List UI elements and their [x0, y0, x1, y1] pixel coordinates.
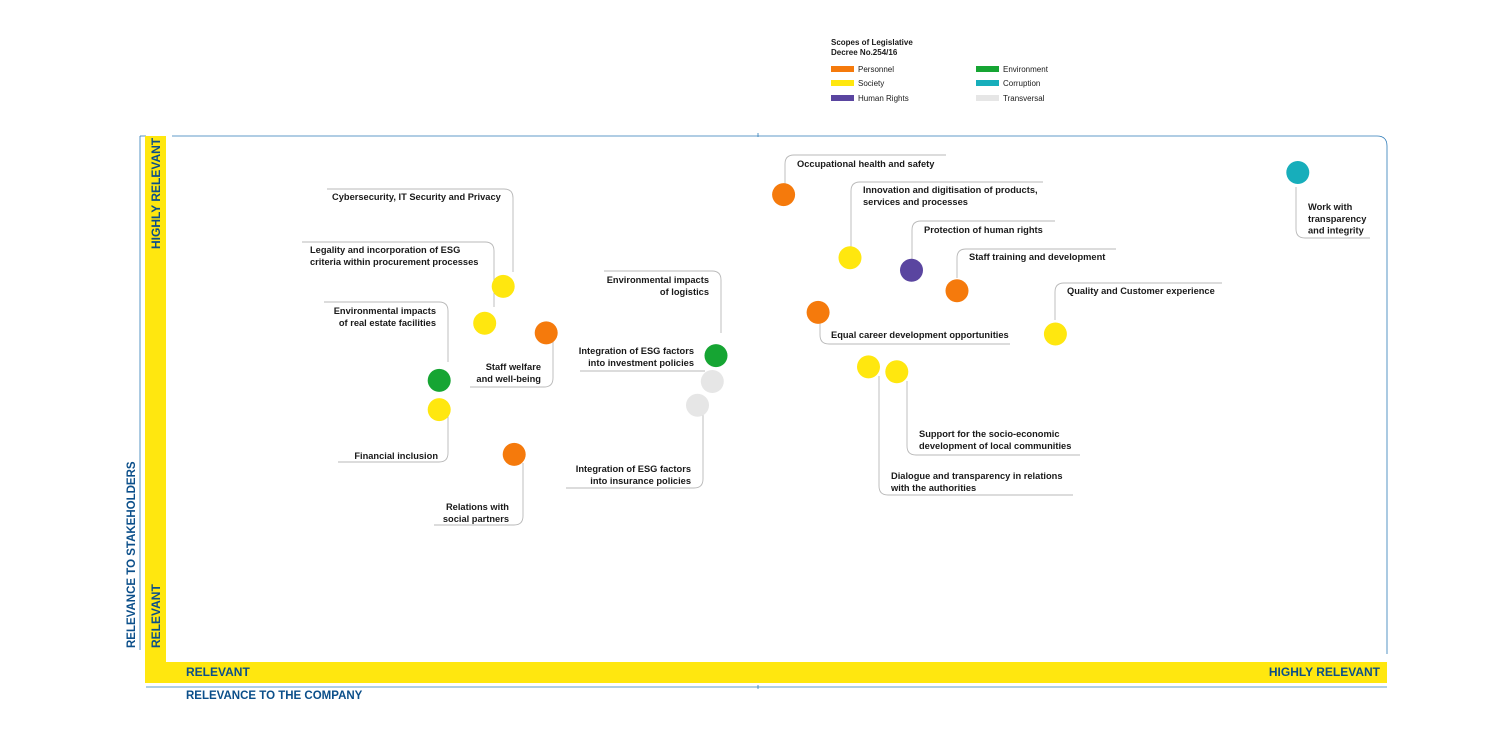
label-staff-training-and-development: Staff training and development [969, 252, 1105, 262]
leader-financial-inclusion [338, 414, 449, 463]
point-support-for-the-socio-economic-development-of-local-communities [885, 360, 909, 384]
label-innovation-and-digitisation-of-products-services-and-processes: Innovation and digitisation of products,… [863, 185, 1038, 207]
chart-frame [139, 133, 1388, 689]
point-quality-and-customer-experience [1043, 322, 1067, 346]
point-cybersecurity-it-security-and-privacy [491, 274, 515, 298]
point-staff-welfare-and-well-being [534, 321, 558, 345]
leader-cybersecurity-it-security-and-privacy [327, 188, 514, 272]
legend-label-corruption: Corruption [1003, 79, 1040, 88]
point-work-with-transparency-and-integrity [1286, 161, 1310, 184]
label-protection-of-human-rights: Protection of human rights [924, 225, 1043, 235]
top-right-frame-line [172, 135, 1388, 654]
legend-title-line-2: Decree No.254/16 [831, 48, 898, 57]
leader-environmental-impacts-of-logistics [604, 270, 722, 333]
legend-label-human_rights: Human Rights [858, 94, 909, 103]
legend-swatch-human_rights [831, 95, 854, 101]
point-dialogue-and-transparency-in-relations-with-the-authorities [857, 355, 880, 379]
label-equal-career-development-opportunities: Equal career development opportunities [831, 330, 1009, 340]
leader-quality-and-customer-experience [1054, 282, 1222, 320]
point-environmental-impacts-of-real-estate-facilities [427, 368, 451, 392]
x-axis-high-label: HIGHLY RELEVANT [1269, 665, 1381, 679]
x-axis-bar [145, 662, 1387, 683]
leader-occupational-health-and-safety [784, 154, 946, 185]
y-axis-title: RELEVANCE TO STAKEHOLDERS [126, 461, 138, 648]
leader-staff-welfare-and-well-being [470, 340, 554, 388]
leader-relations-with-social-partners [434, 463, 524, 526]
point-environmental-impacts-of-logistics [704, 344, 728, 368]
y-axis-high-label: HIGHLY RELEVANT [149, 137, 163, 249]
point-relations-with-social-partners [502, 442, 526, 466]
legend-label-environment: Environment [1003, 65, 1049, 74]
legend-swatch-personnel [831, 66, 854, 72]
y-axis-low-label: RELEVANT [149, 584, 163, 648]
leader-staff-training-and-development [956, 248, 1116, 278]
label-quality-and-customer-experience: Quality and Customer experience [1067, 286, 1215, 296]
point-integration-of-esg-factors-into-insurance-policies [686, 393, 709, 417]
leader-protection-of-human-rights [911, 220, 1055, 260]
point-staff-training-and-development [945, 279, 969, 303]
leader-innovation-and-digitisation-of-products-services-and-processes [850, 181, 1043, 247]
legend-swatch-transversal [976, 95, 999, 101]
x-axis-title: RELEVANCE TO THE COMPANY [186, 690, 363, 702]
label-cybersecurity-it-security-and-privacy: Cybersecurity, IT Security and Privacy [332, 192, 502, 202]
leader-work-with-transparency-and-integrity [1295, 187, 1370, 239]
legend-swatch-corruption [976, 80, 999, 86]
legend-title-line-1: Scopes of Legislative [831, 38, 913, 47]
leader-dialogue-and-transparency-in-relations-with-the-authorities [878, 376, 1073, 496]
point-protection-of-human-rights [900, 258, 923, 282]
legend-label-transversal: Transversal [1003, 94, 1045, 103]
label-occupational-health-and-safety: Occupational health and safety [797, 159, 935, 169]
point-integration-of-esg-factors-into-investment-policies [700, 370, 724, 393]
point-financial-inclusion [427, 398, 451, 422]
leader-legality-and-incorporation-of-esg-criteria-within-procurement-processes [302, 241, 495, 307]
leader-equal-career-development-opportunities [819, 322, 1010, 345]
point-equal-career-development-opportunities [806, 300, 830, 324]
y-axis-bar [145, 136, 166, 683]
legend-swatch-society [831, 80, 854, 86]
point-innovation-and-digitisation-of-products-services-and-processes [838, 246, 862, 270]
legend-swatch-environment [976, 66, 999, 72]
leader-lines [302, 154, 1370, 526]
legend-label-personnel: Personnel [858, 65, 894, 74]
leader-integration-of-esg-factors-into-insurance-policies [566, 407, 704, 489]
leader-environmental-impacts-of-real-estate-facilities [324, 301, 449, 362]
point-legality-and-incorporation-of-esg-criteria-within-procurement-processes [473, 311, 497, 335]
label-financial-inclusion: Financial inclusion [354, 451, 438, 461]
legend-label-society: Society [858, 79, 884, 88]
point-labels: Cybersecurity, IT Security and PrivacyLe… [310, 159, 1367, 524]
leader-support-for-the-socio-economic-development-of-local-communities [906, 381, 1080, 456]
legend: Scopes of Legislative Decree No.254/16 P… [831, 38, 1049, 103]
point-occupational-health-and-safety [772, 183, 796, 207]
data-points [427, 161, 1310, 466]
x-axis-low-label: RELEVANT [186, 665, 250, 679]
